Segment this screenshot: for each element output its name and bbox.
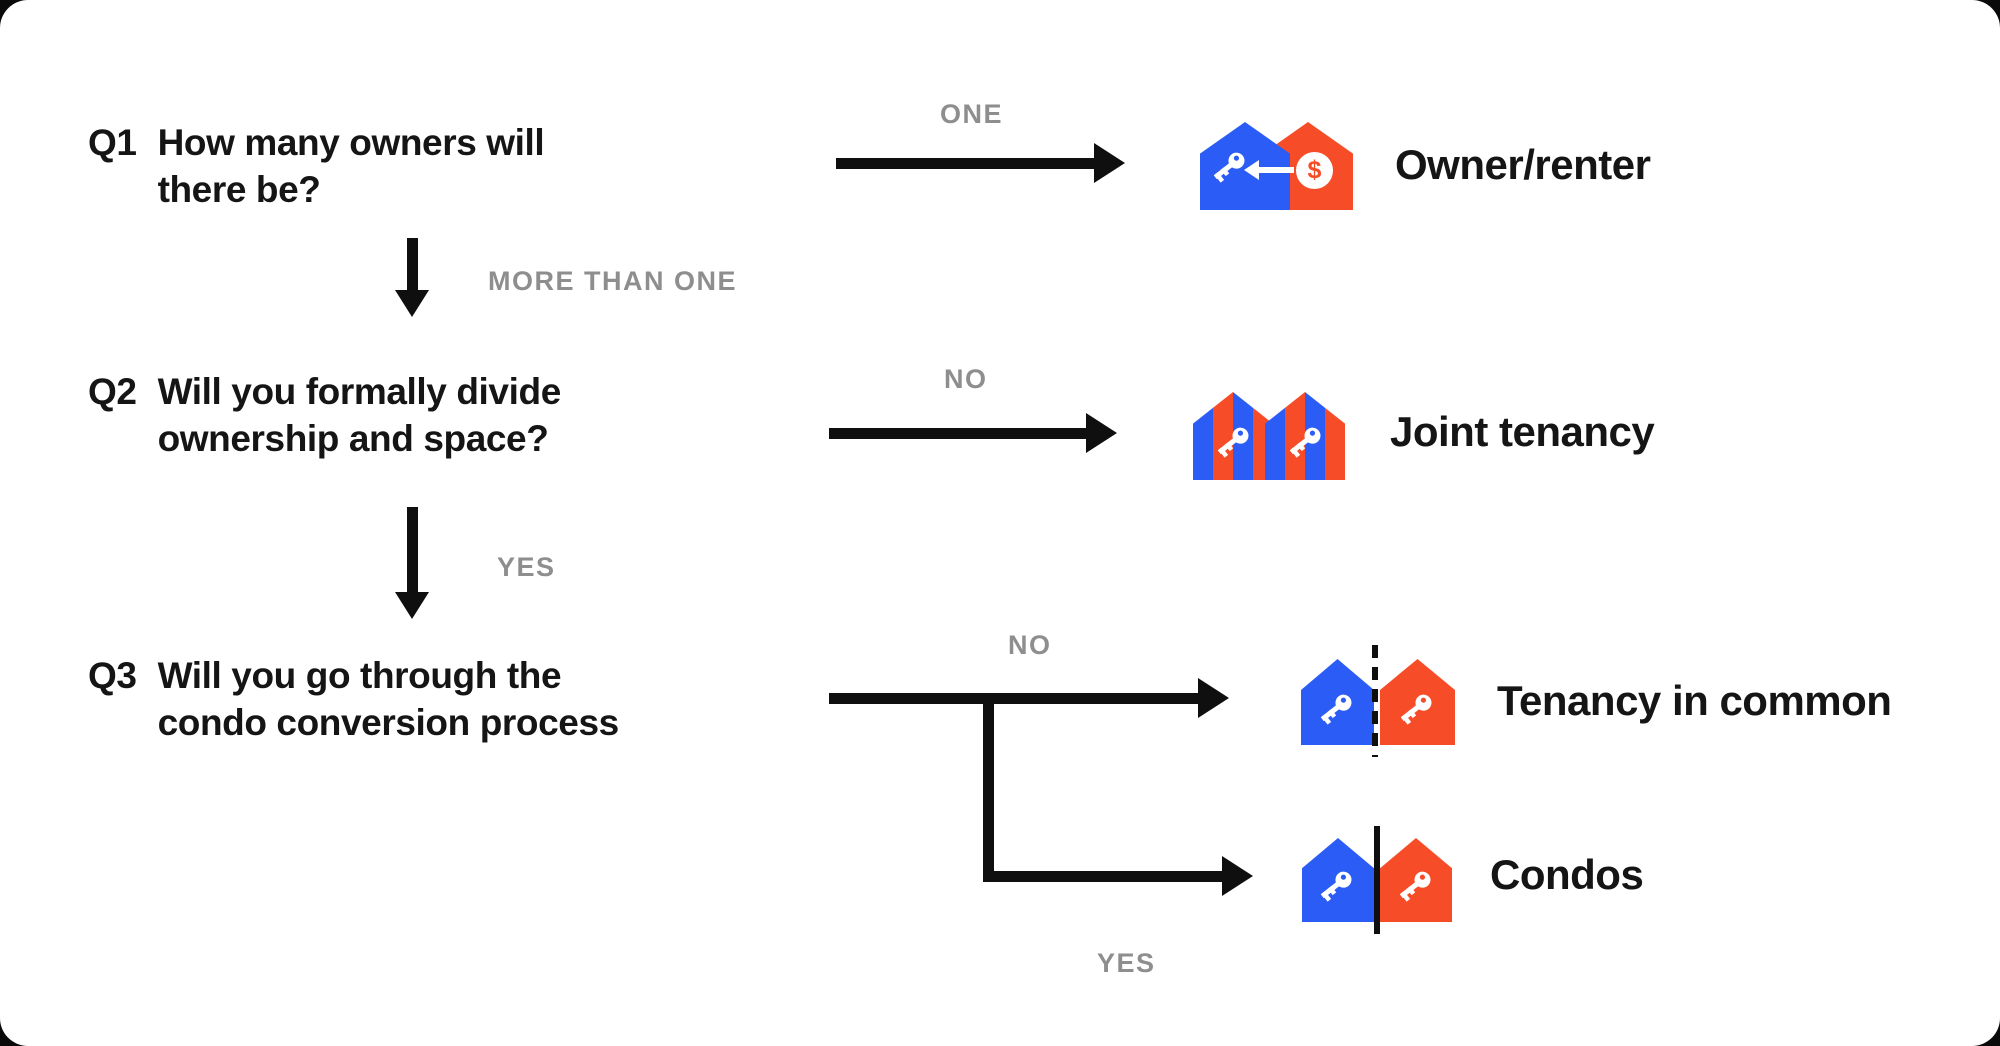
- owner-renter-houses-icon: $: [1200, 122, 1353, 210]
- key-icon: [1289, 427, 1321, 458]
- edge-label-no-q2: NO: [944, 364, 988, 394]
- arrow-q3-to-tenancy-shaft: [829, 693, 1201, 704]
- key-icon: [1217, 427, 1249, 458]
- dashed-divider-line: [1372, 645, 1378, 757]
- money-transfer-arrow-icon: [1256, 167, 1294, 173]
- arrow-q2-to-q3-head: [395, 592, 429, 619]
- outcome-label-owner-renter: Owner/renter: [1395, 141, 1651, 188]
- arrow-q3-to-tenancy-head: [1198, 678, 1229, 718]
- money-transfer-arrow-head-icon: [1244, 160, 1259, 180]
- key-icon: [1400, 694, 1432, 725]
- outcome-label-joint-tenancy: Joint tenancy: [1390, 408, 1655, 455]
- key-icon: [1320, 871, 1352, 902]
- edge-label-yes-q2: YES: [497, 552, 556, 582]
- question-text-q2: Will you formally divide ownership and s…: [157, 368, 562, 462]
- branch-q3-yes-vertical-line: [983, 698, 994, 882]
- question-id-q1: Q1: [88, 122, 137, 163]
- condos-houses-icon: [1302, 826, 1452, 934]
- solid-divider-line: [1374, 826, 1380, 934]
- question-row-q3: Q3 Will you go through the condo convers…: [88, 652, 619, 746]
- question-row-q1: Q1 How many owners will there be?: [88, 119, 545, 213]
- arrow-q1-to-owner-renter-shaft: [836, 158, 1098, 169]
- question-q1-line2: there be?: [157, 169, 321, 210]
- question-id-q3: Q3: [88, 655, 137, 696]
- question-q3-line2: condo conversion process: [157, 702, 620, 743]
- edge-label-one: ONE: [940, 99, 1004, 129]
- edge-label-more-than-one: MORE THAN ONE: [488, 266, 737, 296]
- question-q1-line1: How many owners will: [157, 122, 545, 163]
- arrow-q3-to-condos-shaft: [983, 871, 1225, 882]
- arrow-q2-to-joint-tenancy-shaft: [829, 428, 1089, 439]
- arrow-q1-to-owner-renter-head: [1094, 143, 1125, 183]
- key-icon: [1320, 694, 1352, 725]
- key-icon: [1399, 871, 1431, 902]
- outcome-label-tenancy-in-common: Tenancy in common: [1497, 677, 1892, 724]
- outcome-label-condos: Condos: [1490, 851, 1644, 898]
- edge-label-yes-q3: YES: [1097, 948, 1156, 978]
- question-row-q2: Q2 Will you formally divide ownership an…: [88, 368, 561, 462]
- edge-label-no-q3: NO: [1008, 630, 1052, 660]
- arrow-q1-to-q2-shaft: [407, 238, 418, 292]
- tenancy-in-common-houses-icon: [1301, 645, 1455, 757]
- arrow-q2-to-q3-shaft: [407, 507, 418, 594]
- question-q2-line1: Will you formally divide: [157, 371, 562, 412]
- question-q3-line1: Will you go through the: [157, 655, 562, 696]
- question-text-q1: How many owners will there be?: [158, 119, 545, 213]
- arrow-q2-to-joint-tenancy-head: [1086, 413, 1117, 453]
- arrow-q1-to-q2-head: [395, 290, 429, 317]
- question-id-q2: Q2: [88, 371, 137, 412]
- question-text-q3: Will you go through the condo conversion…: [157, 652, 620, 746]
- arrow-q3-to-condos-head: [1222, 856, 1253, 896]
- dollar-circle-icon: $: [1296, 152, 1333, 189]
- joint-tenancy-striped-houses-icon: [1193, 392, 1345, 480]
- key-icon: [1213, 152, 1245, 183]
- question-q2-line2: ownership and space?: [157, 418, 549, 459]
